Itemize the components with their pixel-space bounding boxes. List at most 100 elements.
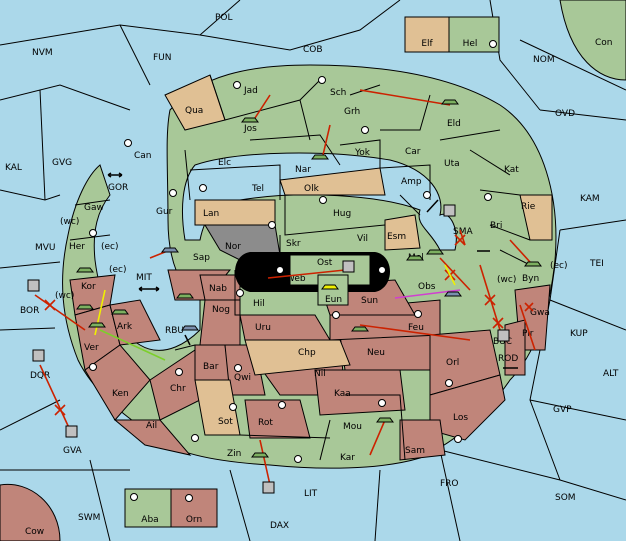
province-kaa[interactable] xyxy=(314,369,406,416)
army-icon[interactable] xyxy=(441,99,459,105)
legend-orn-label: Orn xyxy=(186,515,202,525)
coast-marker: (ec) xyxy=(550,261,568,271)
army-icon[interactable] xyxy=(88,322,106,328)
legend-elf-label: Elf xyxy=(421,39,433,49)
supply-center-icon xyxy=(378,266,386,274)
supply-center-icon xyxy=(489,40,497,48)
supply-center-icon xyxy=(199,184,207,192)
army-icon[interactable] xyxy=(241,117,259,123)
fleet-icon[interactable] xyxy=(161,247,179,253)
supply-center-icon xyxy=(414,310,422,318)
unit-placeholder-icon[interactable] xyxy=(443,204,456,217)
coast-marker: (wc) xyxy=(497,275,516,285)
supply-center-icon xyxy=(89,229,97,237)
province-chp[interactable] xyxy=(244,339,351,376)
sea-label: DQR xyxy=(30,371,50,381)
fleet-icon[interactable] xyxy=(444,291,462,297)
province-label: Chr xyxy=(170,384,186,394)
province-label: Byn xyxy=(522,274,539,284)
province-uru[interactable] xyxy=(239,314,331,341)
unit-placeholder-icon[interactable] xyxy=(497,329,510,342)
army-icon[interactable] xyxy=(376,417,394,423)
province-label: Olk xyxy=(304,184,320,194)
sea-label: POL xyxy=(215,13,233,23)
supply-center-icon xyxy=(445,379,453,387)
army-icon[interactable] xyxy=(351,326,369,332)
army-icon[interactable] xyxy=(76,267,94,273)
unit-placeholder-icon[interactable] xyxy=(27,279,40,292)
province-pir[interactable] xyxy=(504,319,526,376)
province-label: Uru xyxy=(255,323,271,333)
army-icon[interactable] xyxy=(426,249,444,255)
army-icon[interactable] xyxy=(176,293,194,299)
move-arrow-icon xyxy=(267,269,346,279)
move-arrow-icon xyxy=(479,264,501,331)
sea-label: ALT xyxy=(603,369,619,379)
supply-center-icon xyxy=(318,76,326,84)
unit-placeholder-icon[interactable] xyxy=(32,349,45,362)
province-label: Tel xyxy=(251,184,264,194)
supply-center-icon xyxy=(124,139,132,147)
province-label: Nab xyxy=(209,284,227,294)
army-icon[interactable] xyxy=(311,154,329,160)
province-label: Kor xyxy=(81,282,96,292)
province-eun[interactable] xyxy=(317,274,349,306)
sea-label: KUP xyxy=(570,329,588,339)
cross-icon xyxy=(492,317,504,329)
province-label: Can xyxy=(134,151,152,161)
province-label: Skr xyxy=(286,239,301,249)
supply-center-icon xyxy=(276,266,284,274)
sea-label: GOR xyxy=(108,183,128,193)
province-label: Ken xyxy=(112,389,129,399)
army-icon[interactable] xyxy=(251,452,269,458)
province-label: Rie xyxy=(521,202,536,212)
province-label: Kar xyxy=(340,453,355,463)
army-icon[interactable] xyxy=(321,284,339,290)
move-arrow-icon xyxy=(259,439,271,486)
province-label: Esm xyxy=(387,232,406,242)
move-arrow-icon xyxy=(34,294,86,331)
army-icon[interactable] xyxy=(76,304,94,310)
province-neu[interactable] xyxy=(339,334,431,371)
army-icon[interactable] xyxy=(111,309,129,315)
sea-label: LIT xyxy=(304,489,318,499)
legend-hel-label: Hel xyxy=(463,39,478,49)
province-label: Ost xyxy=(317,258,333,268)
province-olk[interactable] xyxy=(279,167,386,196)
unit-placeholder-icon[interactable] xyxy=(65,425,78,438)
province-esm[interactable] xyxy=(384,214,421,251)
unit-placeholder-icon[interactable] xyxy=(342,260,355,273)
province-label: Nog xyxy=(212,305,230,315)
move-arrow-icon xyxy=(39,364,71,431)
province-con[interactable] xyxy=(559,0,626,81)
support-lines xyxy=(94,264,461,361)
sea-label: GVP xyxy=(553,405,572,415)
supply-center-icon xyxy=(294,455,302,463)
province-rie[interactable] xyxy=(519,194,553,241)
unit-placeholder-icon[interactable] xyxy=(262,481,275,494)
inner-bay xyxy=(181,152,457,251)
move-arrow-icon xyxy=(439,257,471,291)
province-label: Rot xyxy=(258,418,273,428)
province-label: Obs xyxy=(418,282,436,292)
move-arrow-icon xyxy=(359,324,471,341)
province-label: Pir xyxy=(522,329,534,339)
province-label: Feu xyxy=(408,323,424,333)
province-ail[interactable] xyxy=(113,419,192,456)
army-icon[interactable] xyxy=(524,261,542,267)
province-sam[interactable] xyxy=(399,419,446,461)
province-label: Uta xyxy=(444,159,460,169)
province-label: Sap xyxy=(193,253,210,263)
province-label: Hug xyxy=(333,209,351,219)
army-icon[interactable] xyxy=(406,255,424,261)
order-arrows xyxy=(34,89,536,486)
province-label: Car xyxy=(405,147,421,157)
province-rot[interactable] xyxy=(244,399,311,439)
province-label: Eun xyxy=(325,295,342,305)
province-label: Kat xyxy=(504,165,519,175)
province-label: Zin xyxy=(227,449,241,459)
province-label: Ver xyxy=(84,343,99,353)
province-label: Qwi xyxy=(234,373,251,383)
fleet-icon[interactable] xyxy=(181,325,199,331)
